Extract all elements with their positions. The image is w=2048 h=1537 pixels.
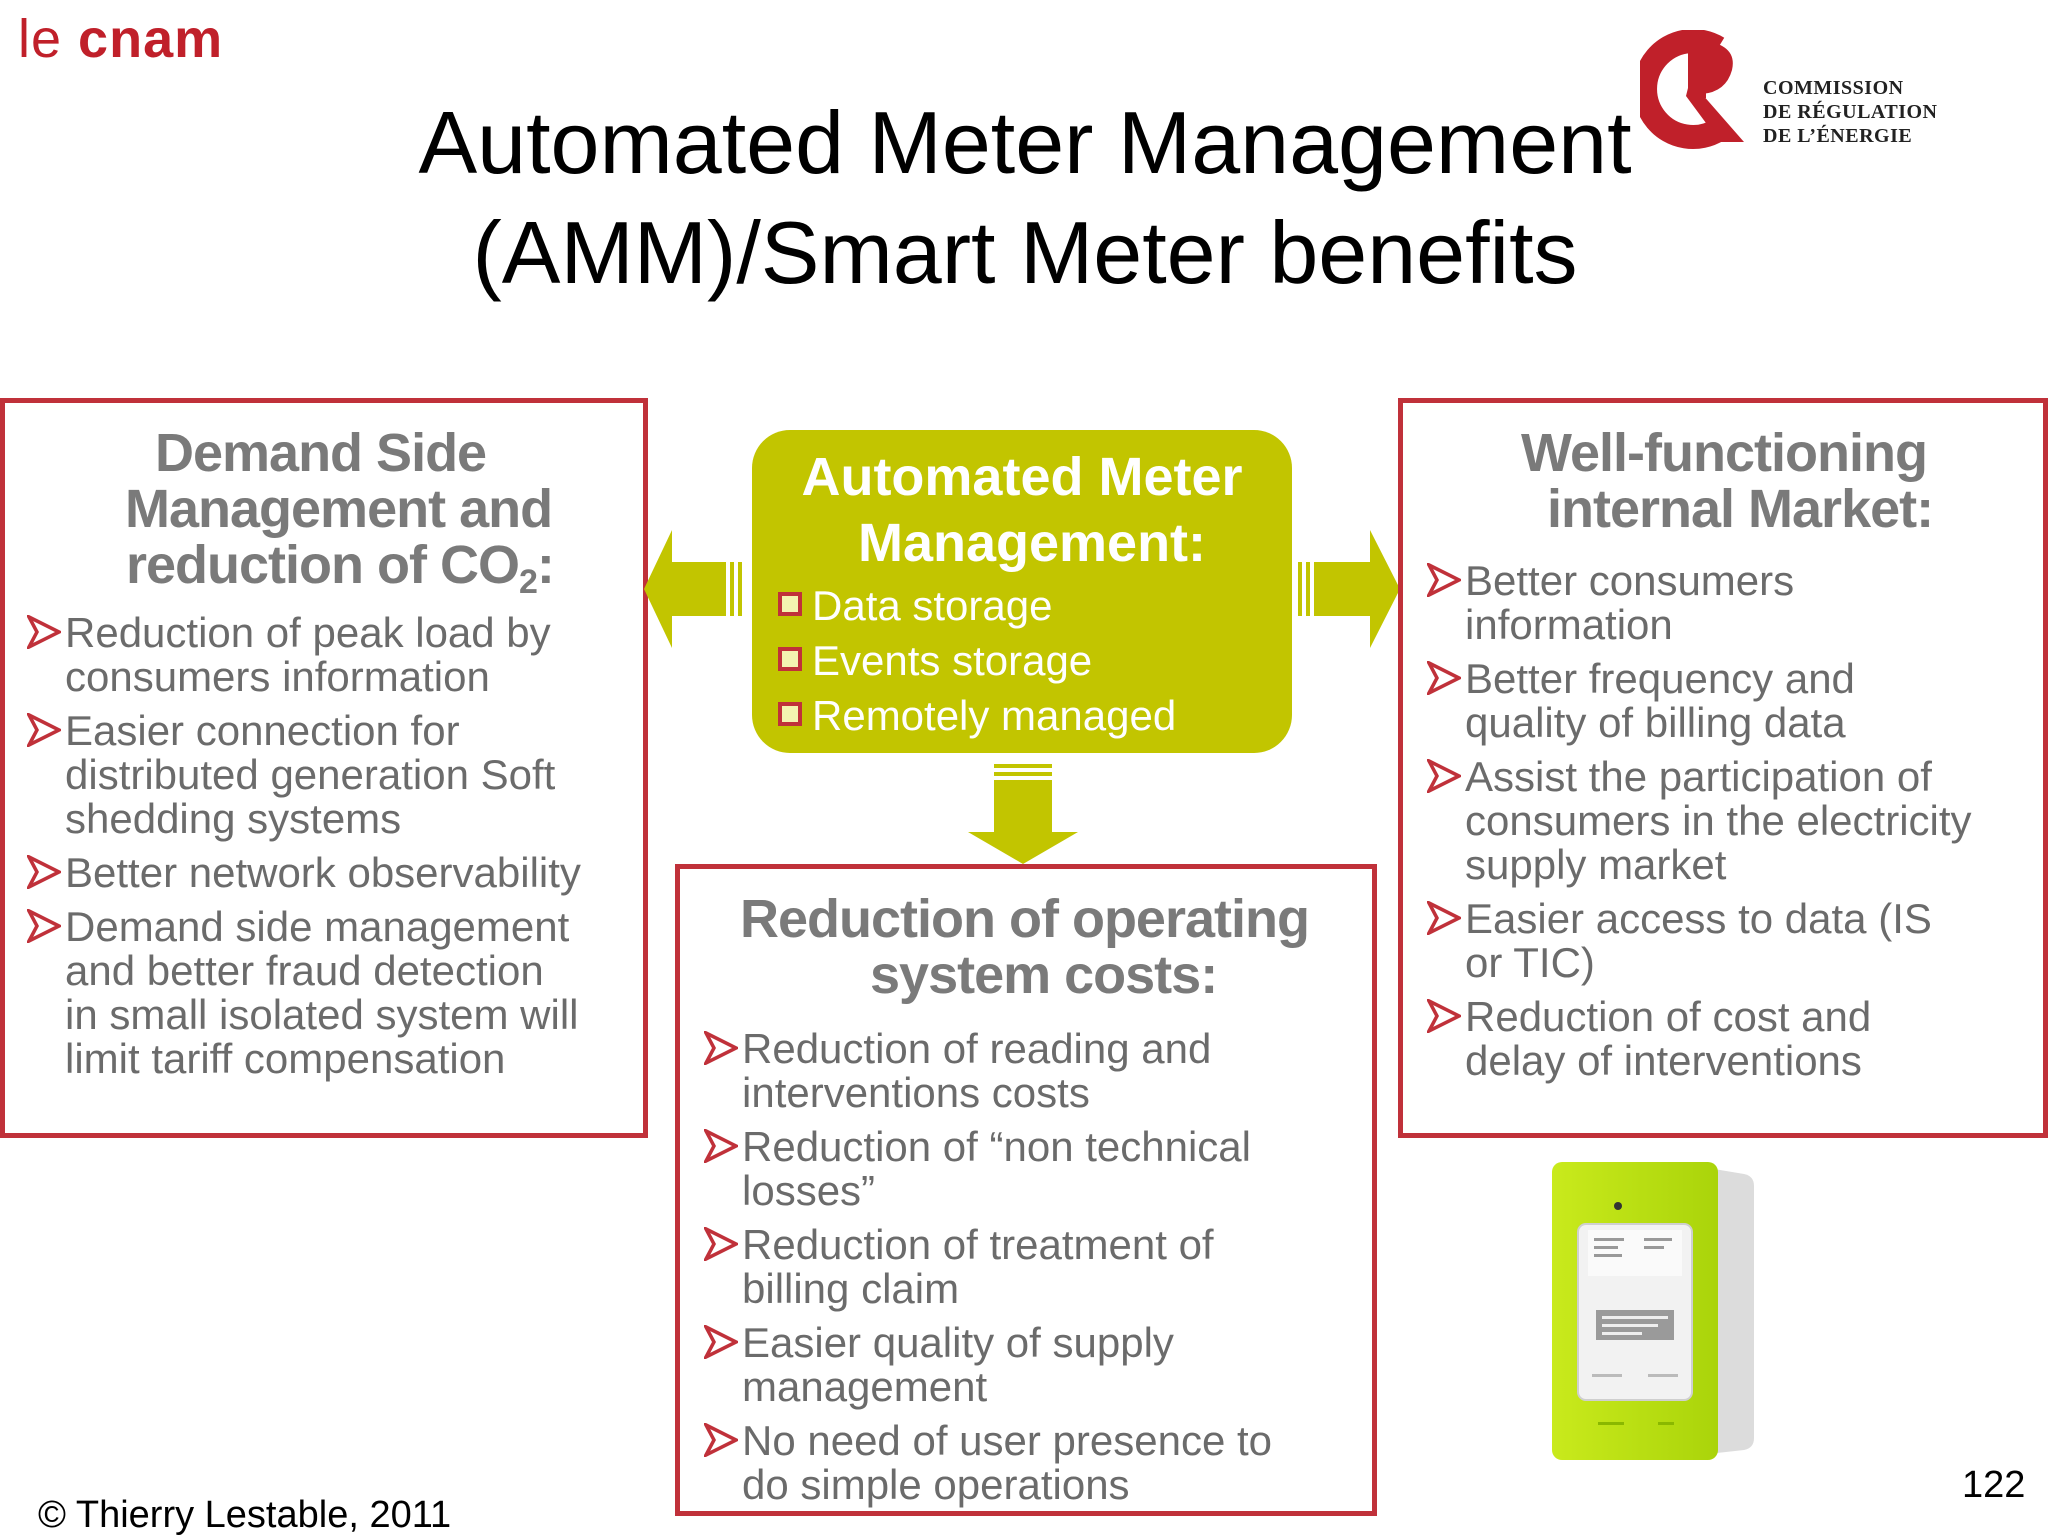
list-item-line: Easier quality of supply [742,1319,1174,1366]
list-item-line: interventions costs [742,1069,1090,1116]
list-item-line: shedding systems [65,795,402,842]
list-item-line: and better fraud detection [65,947,544,994]
list-item-line: supply market [1465,841,1727,888]
bullet-arrow-icon [1427,999,1461,1033]
list-item-line: Better network observability [65,849,581,896]
checkbox-bullet-icon [778,592,802,616]
list-item-line: information [1465,601,1673,648]
smart-meter-image [1552,1162,1754,1460]
amm-heading: Automated Meter Management: [801,447,1243,573]
bullet-arrow-icon [27,909,61,943]
list-item-line: billing claim [742,1265,960,1312]
list-item-line: consumers in the electricity [1465,797,1972,844]
demand-side-box: Demand Side Management and reduction of … [0,398,648,1138]
bullet-arrow-icon [704,1423,738,1457]
amm-list-item: Remotely managed [772,688,1176,743]
list-item-line: consumers information [65,653,490,700]
list-item-line: or TIC) [1465,939,1595,986]
list-item-line: Reduction of reading and [742,1025,1212,1072]
list-item-line: Reduction of cost and [1465,993,1872,1040]
checkbox-bullet-icon [778,702,802,726]
internal-market-box: Well-functioning internal Market: Better… [1398,398,2048,1138]
internal-market-heading: Well-functioning internal Market: [1521,423,1934,539]
bullet-arrow-icon [704,1227,738,1261]
list-item-line: in small isolated system will [65,991,579,1038]
list-item-line: Better consumers [1465,557,1795,604]
list-item-line: Easier connection for [65,707,460,754]
slide-title: Automated Meter Management (AMM)/Smart M… [300,88,1750,308]
list-item-line: Easier access to data (IS [1465,895,1932,942]
list-item-line: distributed generation Soft [65,751,556,798]
title-line-1: Automated Meter Management [418,93,1632,192]
bullet-arrow-icon [27,855,61,889]
list-item-line: Reduction of peak load by [65,609,551,656]
amm-box: Automated Meter Management: Data storage… [752,430,1292,753]
operating-costs-box: Reduction of operating system costs: Red… [675,864,1377,1516]
bullet-arrow-icon [1427,563,1461,597]
amm-list-item: Data storage [772,578,1176,633]
arrow-left-icon [644,530,742,648]
operating-costs-heading: Reduction of operating system costs: [740,889,1310,1005]
checkbox-bullet-icon [778,647,802,671]
cre-logo-text: COMMISSION DE RÉGULATION DE L’ÉNERGIE [1763,77,1938,147]
copyright: © Thierry Lestable, 2011 [38,1494,452,1536]
bullet-arrow-icon [1427,661,1461,695]
cnam-logo: le cnam [18,9,224,69]
amm-list-item-label: Events storage [812,637,1093,684]
bullet-arrow-icon [1427,901,1461,935]
bullet-arrow-icon [27,713,61,747]
list-item-line: No need of user presence to [742,1417,1273,1464]
amm-list-item-label: Remotely managed [812,692,1177,739]
amm-list-item: Events storage [772,633,1176,688]
list-item-line: Assist the participation of [1465,753,1932,800]
arrow-right-icon [1298,530,1400,648]
list-item-line: Better frequency and [1465,655,1855,702]
list-item-line: Demand side management [65,903,570,950]
list-item-line: losses” [742,1167,876,1214]
list-item-line: do simple operations [742,1461,1130,1508]
bullet-arrow-icon [1427,759,1461,793]
list-item-line: quality of billing data [1465,699,1846,746]
demand-side-heading: Demand Side Management and reduction of … [125,423,555,601]
list-item-line: Reduction of treatment of [742,1221,1214,1268]
bullet-arrow-icon [704,1129,738,1163]
cre-logo-icon [1640,30,1744,149]
bullet-arrow-icon [27,615,61,649]
bullet-arrow-icon [704,1325,738,1359]
arrow-down-icon [968,764,1078,864]
page-number: 122 [1962,1464,2026,1506]
bullet-arrow-icon [704,1031,738,1065]
amm-list-item-label: Data storage [812,582,1053,629]
list-item-line: limit tariff compensation [65,1035,506,1082]
list-item-line: management [742,1363,988,1410]
list-item: Better network observability [25,851,645,895]
list-item-line: Reduction of “non technical [742,1123,1251,1170]
list-item-line: delay of interventions [1465,1037,1862,1084]
title-line-2: (AMM)/Smart Meter benefits [472,203,1578,302]
